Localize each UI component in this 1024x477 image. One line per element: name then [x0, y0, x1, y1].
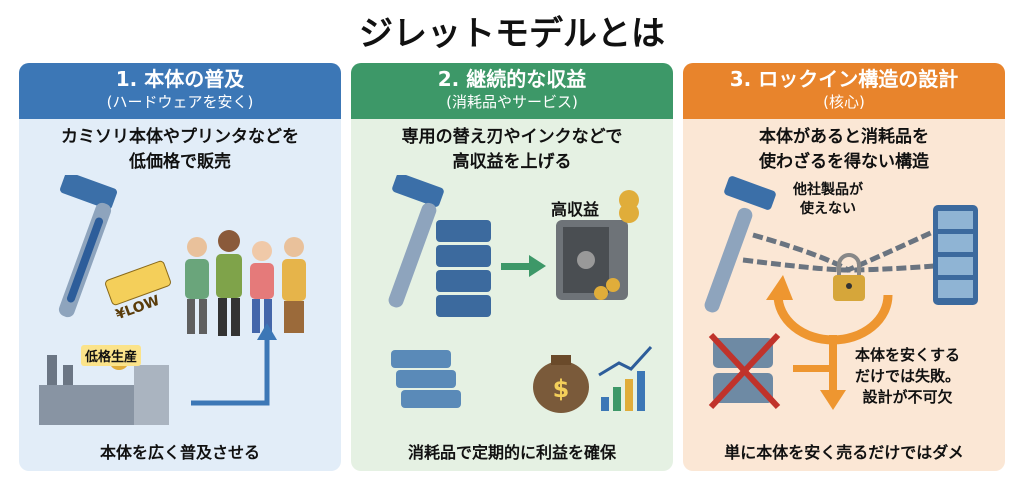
- panel-hardware-spread: 1. 本体の普及 (ハードウェアを安く) カミソリ本体やプリンタなどを 低価格で…: [19, 63, 341, 471]
- panel-description: 専用の替え刃やインクなどで 高収益を上げる: [351, 125, 673, 175]
- description-line: 高収益を上げる: [452, 152, 572, 172]
- warning-line: 本体を安くする: [855, 346, 961, 364]
- description-line: 低価格で販売: [129, 152, 231, 172]
- warning-text: 本体を安くする だけでは失敗。 設計が不可欠: [855, 345, 960, 408]
- panel-recurring-revenue: 2. 継続的な収益 (消耗品やサービス) 専用の替え刃やインクなどで 高収益を上…: [351, 63, 673, 471]
- panel-description: 本体があると消耗品を 使わざるを得ない構造: [683, 125, 1005, 175]
- padlock-icon: [833, 253, 865, 301]
- money-bag-icon: $: [533, 355, 589, 413]
- incompatible-blades-icon: [708, 332, 781, 410]
- panel-subheading: (消耗品やサービス): [446, 93, 578, 111]
- panel-description: カミソリ本体やプリンタなどを 低価格で販売: [19, 125, 341, 175]
- panel-heading: 3. ロックイン構造の設計: [729, 67, 959, 91]
- warning-line: だけでは失敗。: [855, 367, 961, 385]
- high-profit-label: 高収益: [551, 200, 600, 219]
- description-line: カミソリ本体やプリンタなどを: [61, 127, 299, 147]
- svg-text:$: $: [553, 375, 570, 403]
- growth-arrow-icon: [191, 323, 277, 406]
- lock-label: 他社製品が 使えない: [793, 181, 863, 219]
- cycle-arrow-icon: [766, 275, 893, 410]
- description-line: 専用の替え刃やインクなどで: [401, 127, 623, 147]
- razor-icon: [704, 176, 776, 313]
- panel-footer: 本体を広く普及させる: [99, 443, 260, 462]
- panel-footer: 消耗品で定期的に利益を確保: [407, 443, 616, 462]
- razor-icon: [388, 175, 444, 308]
- panel-header: 1. 本体の普及 (ハードウェアを安く): [19, 63, 341, 119]
- label-line: 他社製品が: [793, 182, 863, 198]
- arrow-right-icon: [501, 255, 546, 277]
- blade-cartridges-icon: [933, 205, 978, 305]
- label-line: 使えない: [800, 201, 856, 217]
- panel-header: 2. 継続的な収益 (消耗品やサービス): [351, 63, 673, 119]
- panel-heading: 2. 継続的な収益: [437, 67, 587, 91]
- description-line: 本体があると消耗品を: [759, 127, 929, 147]
- bar-chart-icon: [598, 345, 653, 411]
- stacked-blades-icon: [391, 350, 461, 408]
- panel-lockin-design: 3. ロックイン構造の設計 (核心) 本体があると消耗品を 使わざるを得ない構造…: [683, 63, 1005, 471]
- factory-label: 低格生産: [81, 345, 142, 366]
- razor-icon: [58, 175, 118, 318]
- factory-icon: [39, 355, 169, 425]
- panel-subheading: (ハードウェアを安く): [106, 93, 254, 111]
- description-line: 使わざるを得ない構造: [759, 152, 929, 172]
- warning-line: 設計が不可欠: [862, 388, 953, 406]
- panel-subheading: (核心): [823, 93, 865, 111]
- razor-people-factory-illustration: [39, 175, 306, 425]
- blades-safe-illustration: $: [388, 175, 653, 413]
- blade-cartridges-icon: [436, 220, 491, 317]
- lockin-illustration: [704, 176, 978, 410]
- panel-heading: 1. 本体の普及: [115, 67, 245, 91]
- safe-icon: [556, 190, 639, 300]
- people-icon: [185, 230, 306, 336]
- panel-header: 3. ロックイン構造の設計 (核心): [683, 63, 1005, 119]
- page-title: ジレットモデルとは: [359, 14, 665, 54]
- chain-icon: [742, 222, 950, 273]
- panel-footer: 単に本体を安く売るだけではダメ: [724, 443, 964, 462]
